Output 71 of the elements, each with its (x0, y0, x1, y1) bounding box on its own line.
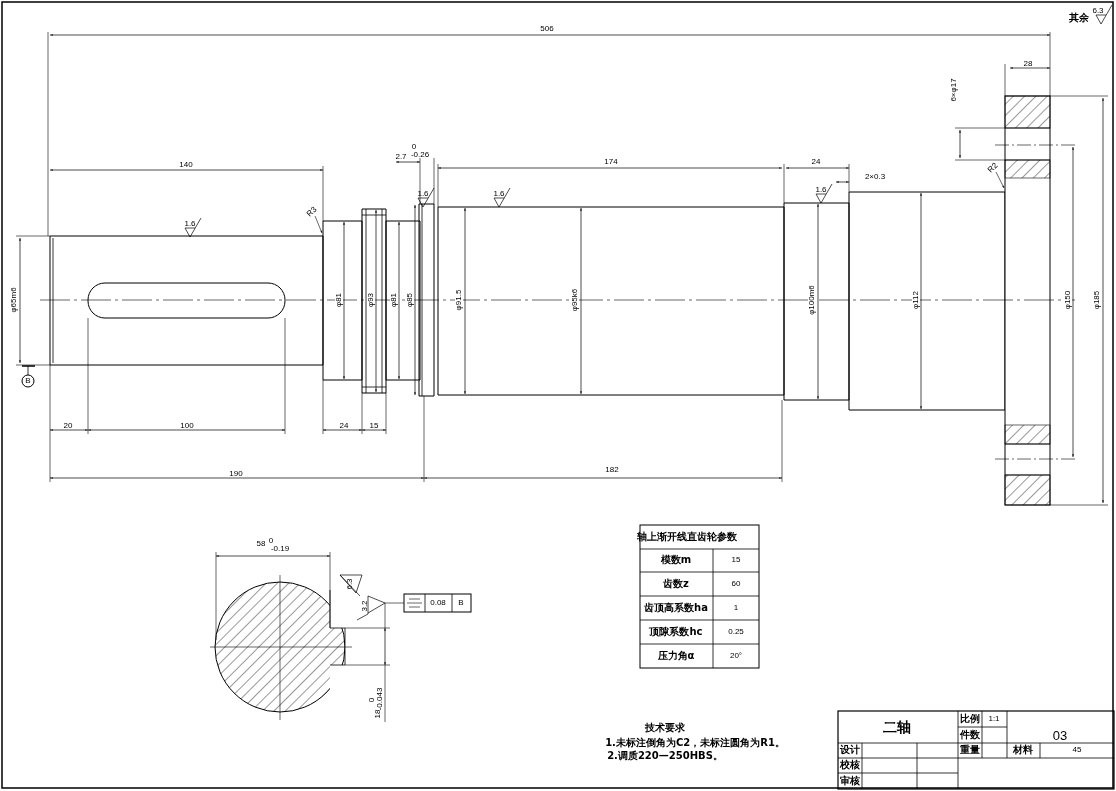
title-block-text: 材料 (1013, 745, 1033, 755)
title-block-text: 比例 (960, 714, 980, 724)
dimension-text: 190 (229, 470, 243, 478)
roughness-value: 6.3 (346, 578, 354, 590)
dimension-text: φ185 (1093, 290, 1101, 310)
dimension-text: 58 (256, 540, 266, 548)
roughness-value: 1.6 (815, 186, 827, 194)
table-text: 齿数z (663, 579, 689, 589)
dimension-text: 2.7 (395, 153, 407, 161)
dimension-text: φ91.5 (455, 289, 463, 311)
dimension-text: φ150 (1064, 290, 1072, 310)
tolerance-text: 0 (411, 143, 417, 151)
dimension-text: φ112 (912, 291, 920, 309)
table-text: 轴上渐开线直齿轮参数 (637, 532, 737, 542)
radius-text: R2 (986, 161, 1000, 175)
roughness-value: 3.2 (361, 600, 369, 612)
tolerance-text: 0 (268, 537, 274, 545)
table-text: 模数m (660, 555, 692, 565)
tolerance-value: 0.08 (430, 599, 446, 607)
note-text: 2.调质220—250HBS。 (607, 751, 723, 761)
drawing-number: 03 (1052, 728, 1068, 742)
dimension-text: 6×φ17 (950, 78, 958, 102)
datum-letter: B (25, 377, 31, 385)
dimension-text: 506 (540, 25, 554, 33)
roughness-value: 6.3 (1092, 7, 1104, 15)
dimension-text: φ95k6 (571, 288, 579, 312)
title-block-text: 件数 (960, 730, 980, 740)
dimension-text: φ81 (390, 292, 398, 308)
title-block-text: 45 (1072, 746, 1082, 754)
table-text: 15 (731, 556, 741, 564)
title-block-text: 重量 (960, 745, 980, 755)
table-text: 60 (731, 580, 741, 588)
dimension-text: φ93 (367, 292, 375, 308)
dimension-text: 24 (339, 422, 349, 430)
title-block-text: 1:1 (988, 715, 1000, 723)
dimension-text: 28 (1023, 60, 1033, 68)
dimension-text: 140 (179, 161, 193, 169)
roughness-value: 1.6 (493, 190, 505, 198)
table-text: 齿顶高系数ha (644, 603, 708, 613)
dimension-text: 18 (374, 709, 382, 719)
table-text: 0.25 (728, 628, 744, 636)
datum-letter: B (458, 599, 464, 607)
tolerance-text: -0.043 (376, 687, 384, 711)
title-block-text: 设计 (840, 745, 860, 755)
radius-text: R3 (305, 205, 319, 219)
roughness-value: 1.6 (417, 190, 429, 198)
dimension-text: 2×0.3 (864, 173, 886, 181)
table-text: 1 (733, 604, 739, 612)
dimension-text: 20 (63, 422, 73, 430)
dimension-text: φ100m6 (808, 285, 816, 315)
title-block-text: 校核 (840, 760, 860, 770)
title-text: 二轴 (883, 720, 911, 734)
tolerance-text: -0.26 (410, 151, 430, 159)
dimension-text: φ65m6 (10, 287, 18, 313)
dimension-text: 24 (811, 158, 821, 166)
title-block-text: 审核 (840, 776, 860, 786)
roughness-value: 1.6 (184, 220, 196, 228)
note-heading: 技术要求 (645, 723, 685, 733)
dimension-text: 100 (180, 422, 194, 430)
dimension-text: φ85 (406, 292, 414, 308)
table-text: 20° (729, 652, 743, 660)
dimension-text: 15 (369, 422, 379, 430)
table-text: 压力角α (657, 651, 695, 661)
note-text: 1.未标注倒角为C2，未标注圆角为R1。 (605, 738, 785, 748)
table-text: 顶隙系数hc (649, 627, 703, 637)
dimension-text: φ81 (335, 292, 343, 308)
dimension-text: 174 (604, 158, 618, 166)
tolerance-text: 0 (368, 697, 376, 703)
dimension-text: 182 (605, 466, 619, 474)
tolerance-text: -0.19 (270, 545, 290, 553)
note-text: 其余 (1069, 13, 1089, 23)
